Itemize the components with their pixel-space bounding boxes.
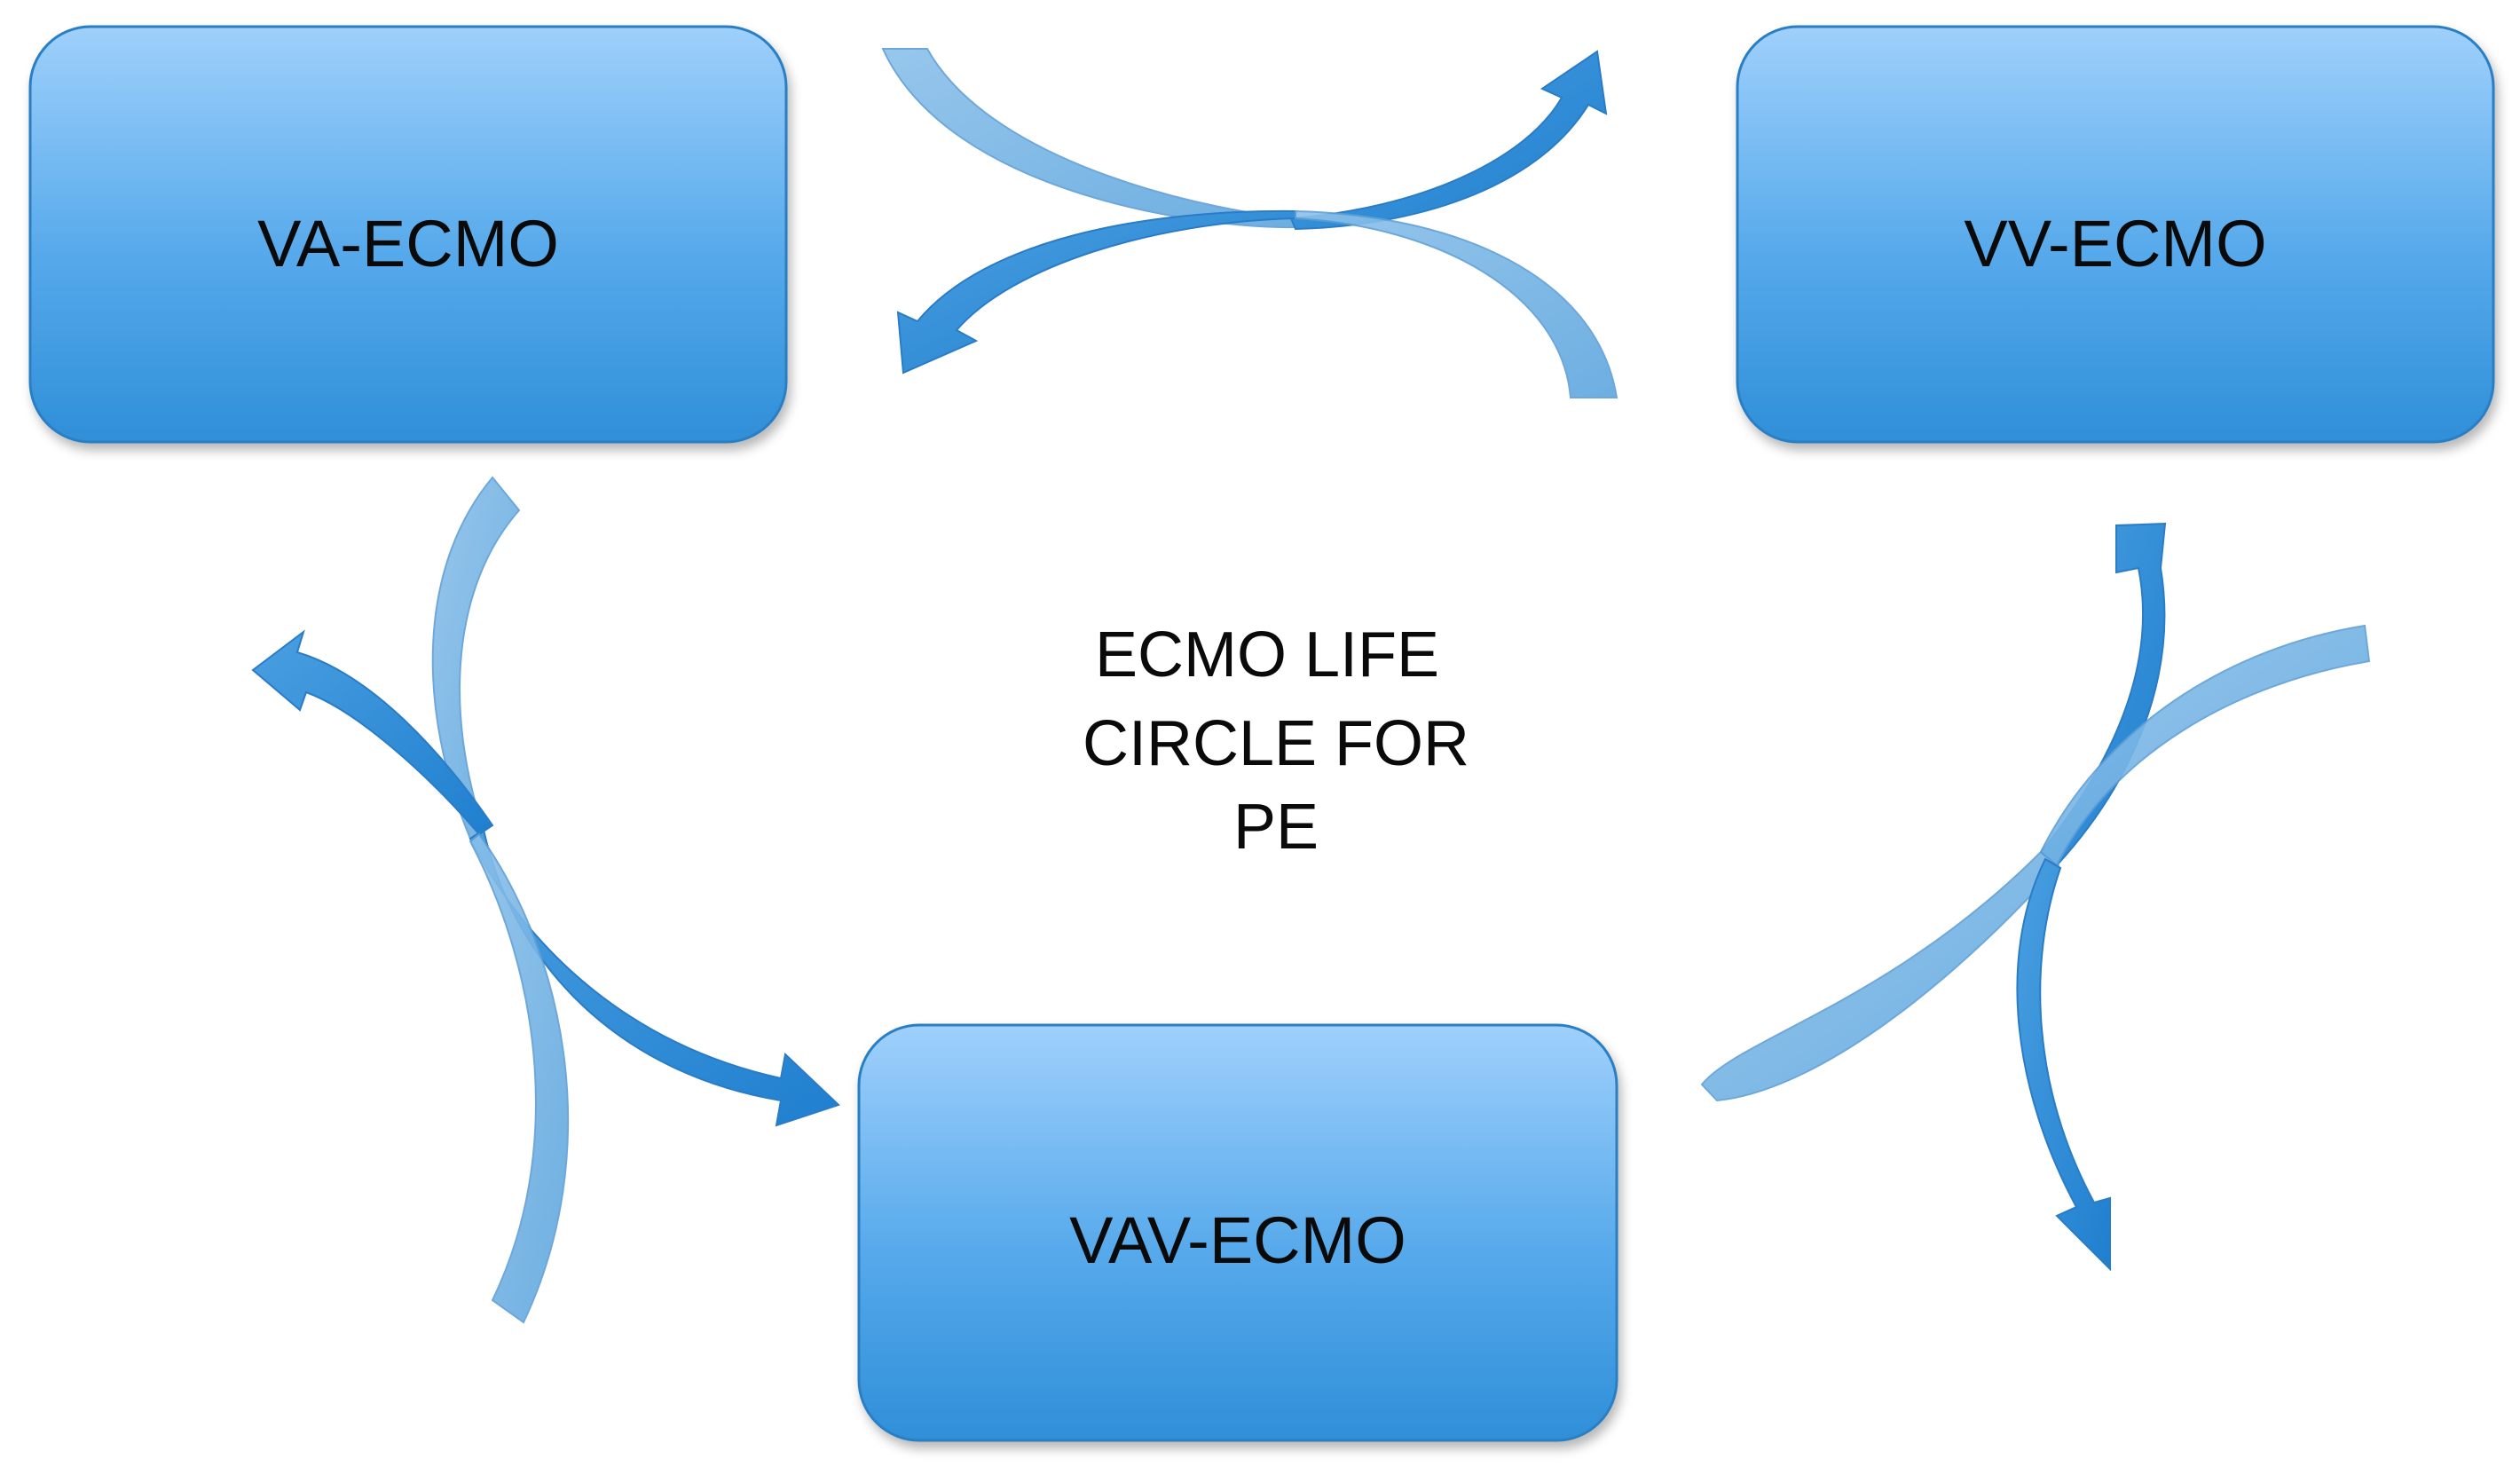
arrow-va-to-vv-light-tail <box>1295 209 1618 398</box>
node-vav-ecmo-label: VAV-ECMO <box>1069 1203 1406 1277</box>
arrow-vav-to-vv-light-tail <box>1700 850 2060 1102</box>
center-caption-line-3: PE <box>1233 792 1319 863</box>
arrows-va-vav <box>251 476 840 1324</box>
arrow-vav-to-va-light-tail <box>469 832 570 1324</box>
node-va-ecmo-box <box>28 25 788 444</box>
node-vav-ecmo: VAV-ECMO <box>857 1023 1618 1442</box>
arrow-vv-to-vav-light-tail <box>2039 624 2371 867</box>
center-caption: ECMO LIFE CIRCLE FOR PE <box>1083 619 1469 863</box>
node-vv-ecmo-box <box>1736 25 2495 444</box>
arrow-vv-to-vav <box>2016 857 2111 1272</box>
arrows-vav-vv <box>1700 522 2371 1272</box>
center-caption-line-1: ECMO LIFE <box>1095 619 1439 690</box>
node-vav-ecmo-box <box>857 1023 1618 1442</box>
arrows-va-vv <box>881 48 1618 398</box>
arrow-vav-to-va <box>251 629 494 836</box>
arrow-vv-to-va-light-tail <box>881 48 1296 229</box>
arrow-vav-to-vv <box>2039 522 2167 867</box>
node-vv-ecmo: VV-ECMO <box>1736 25 2495 444</box>
node-va-ecmo: VA-ECMO <box>28 25 788 444</box>
node-va-ecmo-label: VA-ECMO <box>257 207 559 280</box>
arrow-va-to-vv <box>1289 50 1608 231</box>
node-vv-ecmo-label: VV-ECMO <box>1964 207 2266 280</box>
center-caption-line-2: CIRCLE FOR <box>1083 708 1469 779</box>
arrow-vv-to-va <box>896 209 1296 375</box>
